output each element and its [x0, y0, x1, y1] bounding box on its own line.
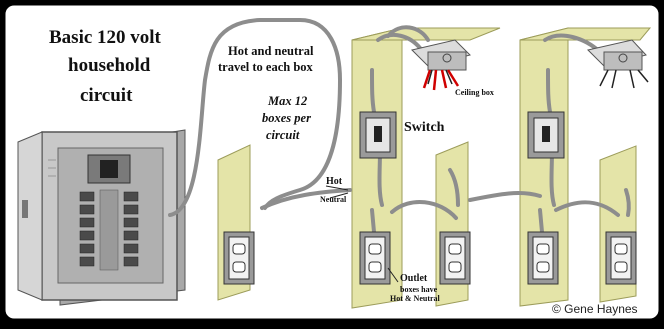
switch-box-1	[359, 111, 397, 159]
ceiling-box-1	[411, 39, 471, 91]
neutral-label: Neutral	[320, 195, 347, 204]
outlet-box-1	[223, 231, 255, 285]
credit-text: © Gene Haynes	[552, 302, 638, 316]
hot-neutral-pointers	[325, 185, 349, 199]
outlet-note-line-1: boxes have	[400, 285, 438, 294]
breaker-panel	[17, 129, 186, 306]
outlet-box-2	[359, 231, 391, 285]
cables	[168, 18, 631, 234]
ceiling-box-label: Ceiling box	[455, 88, 494, 97]
title-line-2: household	[68, 55, 151, 76]
title-line-3: circuit	[80, 85, 133, 106]
outlet-box-4	[527, 231, 559, 285]
breaker-rows	[79, 191, 139, 267]
max-note-line-1: Max 12	[268, 94, 308, 108]
travel-note-line-2: travel to each box	[218, 60, 313, 74]
travel-note-line-1: Hot and neutral	[228, 44, 314, 58]
title-line-1: Basic 120 volt	[49, 27, 161, 48]
outlet-pointer	[387, 267, 399, 283]
outlet-box-5	[605, 231, 637, 285]
switch-box-2	[527, 111, 565, 159]
ceiling-box-2	[587, 39, 649, 89]
max-note-line-2: boxes per	[262, 111, 311, 125]
switch-label: Switch	[404, 120, 445, 135]
outlet-note-line-2: Hot & Neutral	[390, 294, 440, 303]
outlet-box-3	[439, 231, 471, 285]
hot-label: Hot	[326, 176, 343, 187]
max-note-line-3: circuit	[266, 128, 300, 142]
outlet-label: Outlet	[400, 273, 428, 284]
